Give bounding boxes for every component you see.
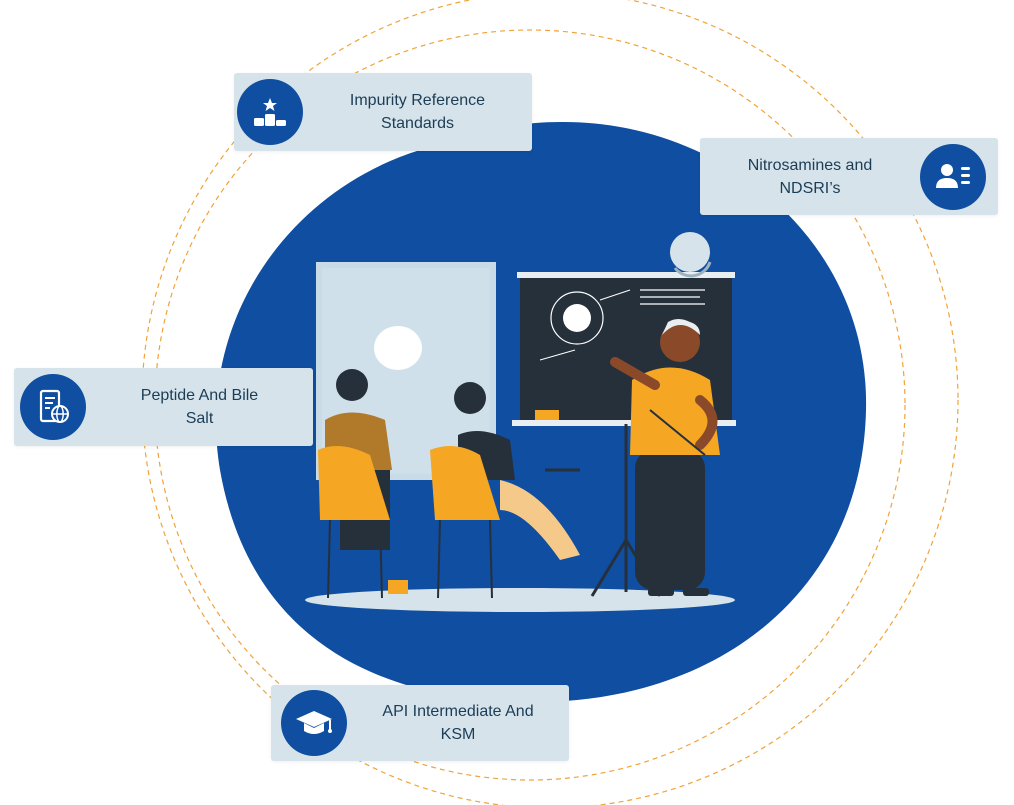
floor-shadow	[305, 588, 735, 612]
card-label: Impurity Reference Standards	[349, 92, 486, 132]
card-label: Peptide And Bile Salt	[140, 387, 259, 427]
card-peptide-bile-salt[interactable]: Peptide And Bile Salt	[14, 368, 313, 446]
card-api-intermediate-ksm[interactable]: API Intermediate And KSM	[271, 685, 569, 761]
card-label: API Intermediate And KSM	[382, 703, 534, 743]
podium-icon	[237, 79, 303, 145]
graduation-cap-icon	[281, 690, 347, 756]
card-label: Nitrosamines and NDSRI’s	[747, 156, 873, 197]
student-two	[430, 382, 580, 599]
document-globe-icon	[20, 374, 86, 440]
inner-dashed-ring	[154, 29, 906, 781]
teacher-figure	[610, 319, 720, 596]
student-one	[318, 369, 408, 599]
card-impurity-reference-standards[interactable]: Impurity Reference Standards	[234, 73, 532, 151]
wall-clock	[670, 232, 710, 272]
user-profile-icon	[920, 143, 986, 210]
card-nitrosamines-ndsri[interactable]: Nitrosamines and NDSRI’s	[700, 138, 998, 215]
